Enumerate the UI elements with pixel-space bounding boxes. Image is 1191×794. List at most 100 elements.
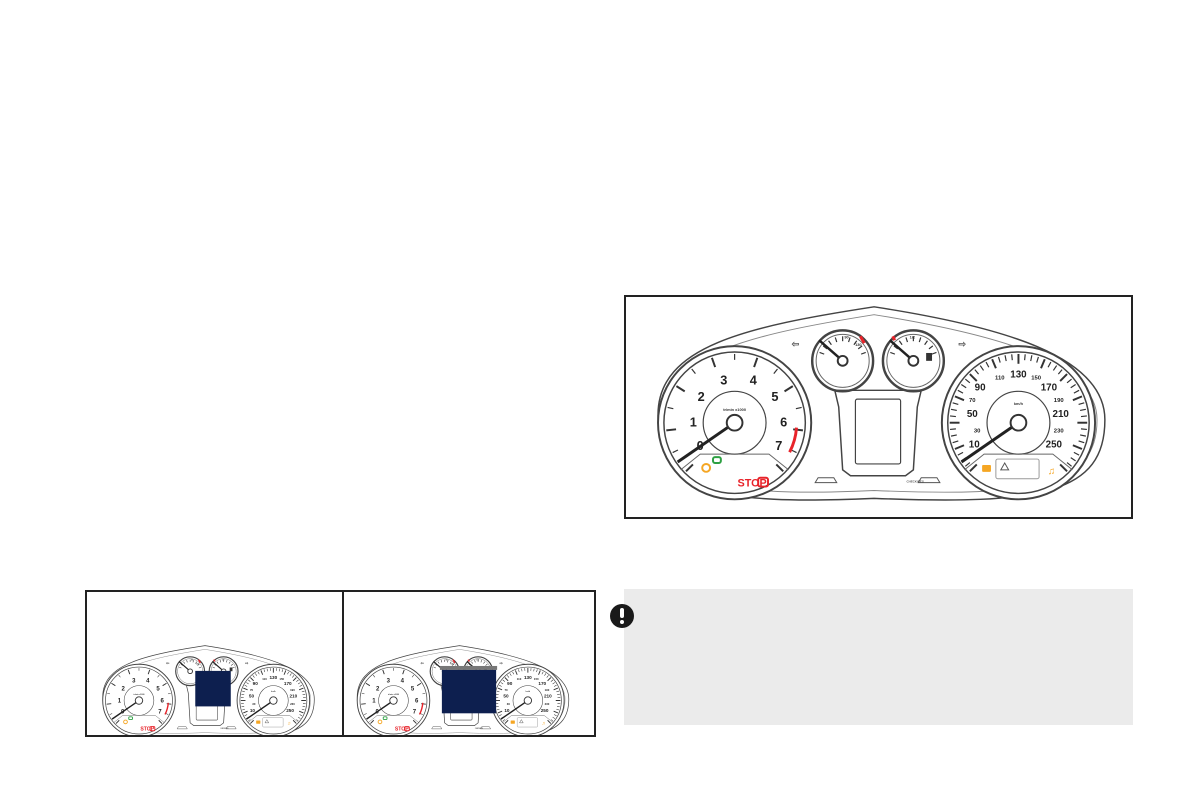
temperature-gauge-tick [834, 337, 838, 343]
fuel-gauge-tick [893, 345, 899, 350]
fuel-gauge-tick [931, 351, 937, 355]
temperature-gauge-tick [847, 337, 851, 343]
speedometer-number: 30 [974, 429, 981, 435]
speedometer-tick [1070, 384, 1076, 389]
speedometer-hub [1009, 413, 1028, 432]
speedometer-tick [960, 384, 967, 389]
cluster-variant-wide-display [344, 592, 594, 735]
speedometer-tick [1079, 408, 1086, 412]
temperature-redzone [859, 335, 866, 344]
speedometer-tick [950, 408, 957, 412]
tachometer-tick [793, 428, 804, 432]
service-icon [982, 464, 991, 472]
trip-reset-button [814, 477, 838, 484]
tachometer-tick [783, 385, 794, 393]
tachometer-tick [753, 357, 759, 368]
speedometer-number: 130 [1010, 370, 1027, 381]
speedometer-tick [1059, 373, 1068, 382]
cluster-variants-figure [85, 590, 596, 737]
tachometer-tick [685, 463, 694, 473]
speedometer-tick [1066, 378, 1072, 384]
speedometer-tick [974, 369, 980, 375]
speedometer-tick [979, 365, 985, 371]
tachometer-unit: tr/min x1000 [723, 407, 747, 412]
speedometer-tick [954, 444, 965, 450]
speedometer-tick [964, 462, 971, 467]
cluster-thumbnail [344, 592, 594, 735]
tachometer-number: 4 [750, 372, 758, 387]
fuel-gauge-tick [924, 340, 928, 346]
tachometer-tick [795, 406, 802, 410]
cluster-thumbnail [87, 592, 342, 735]
cluster-variant-narrow-display [87, 592, 342, 735]
tachometer-tick [710, 357, 717, 368]
tachometer-tick [667, 406, 674, 410]
fuel-gauge-ring [886, 333, 941, 388]
speedometer-tick [1080, 428, 1087, 431]
temperature-gauge-ring [815, 333, 870, 388]
speedometer-tick [957, 451, 964, 456]
speedometer-display [995, 458, 1040, 480]
speedometer-tick [997, 356, 1001, 363]
tachometer-number: 3 [720, 372, 727, 387]
speedometer-tick [1024, 354, 1026, 361]
speedometer-number: 190 [1054, 398, 1065, 404]
engine-warning-icon [701, 462, 712, 473]
center-display [854, 398, 902, 465]
exclamation-circle-icon [610, 604, 634, 628]
display-bezel [439, 665, 498, 670]
speedometer-tick [1073, 451, 1080, 456]
fuel-reserve-zone [891, 335, 897, 341]
speedometer-tick [952, 402, 959, 406]
speedometer-number: 70 [969, 398, 976, 404]
temperature-gauge-tick [828, 340, 832, 346]
speedometer-tick [1057, 369, 1063, 375]
tachometer-tick [775, 463, 784, 473]
speedometer-tick [1059, 463, 1068, 473]
speedometer-tick [1078, 402, 1085, 406]
tachometer-tick [691, 368, 696, 374]
tachometer-lower-panel [680, 453, 789, 471]
center-display-frame [833, 389, 923, 477]
speedometer-number: 150 [1031, 376, 1042, 382]
check-button [917, 477, 941, 484]
tachometer-needle [676, 421, 736, 464]
speedometer-tick [1072, 444, 1083, 450]
speedometer-tick [964, 378, 971, 384]
redline-zone [788, 427, 798, 453]
temperature-gauge-label: 130 [855, 342, 862, 347]
speedometer-tick [1078, 440, 1085, 444]
speedometer-tick [1011, 354, 1013, 361]
tachometer-number: 7 [775, 438, 782, 453]
speedometer-number: 110 [995, 376, 1005, 382]
speedometer-tick [1079, 434, 1086, 437]
fuel-gauge-tick [898, 340, 903, 346]
speedometer-tick [1072, 395, 1083, 402]
check-label: CHECK/RES [906, 480, 923, 484]
speedometer-tick [1080, 415, 1087, 418]
tachometer-tick [675, 385, 686, 393]
tachometer-number: 2 [698, 389, 705, 404]
speedometer-number: 170 [1041, 382, 1058, 393]
music-note-icon: ♫ [1048, 466, 1055, 477]
speedometer-number: 10 [969, 439, 980, 450]
tachometer-tick [790, 449, 797, 454]
speedometer-tick [1040, 358, 1046, 369]
speedometer-number: 230 [1054, 429, 1065, 435]
tachometer-number: 0 [697, 438, 704, 453]
speedometer-tick [949, 415, 956, 418]
speedometer-number: 210 [1053, 409, 1070, 420]
speedometer-number: 250 [1046, 439, 1063, 450]
speedometer-number: 90 [975, 382, 986, 393]
speedometer-tick [1004, 355, 1007, 362]
speedometer-tick [1036, 356, 1039, 363]
temperature-gauge-tick [819, 351, 825, 355]
left-turn-signal-icon: ⇦ [791, 339, 800, 349]
tachometer-tick [666, 428, 677, 432]
tachometer-number: 6 [780, 415, 787, 430]
speedometer-tick [952, 440, 959, 444]
brake-warning-icon [757, 476, 769, 488]
fuel-gauge-hub [907, 354, 920, 367]
